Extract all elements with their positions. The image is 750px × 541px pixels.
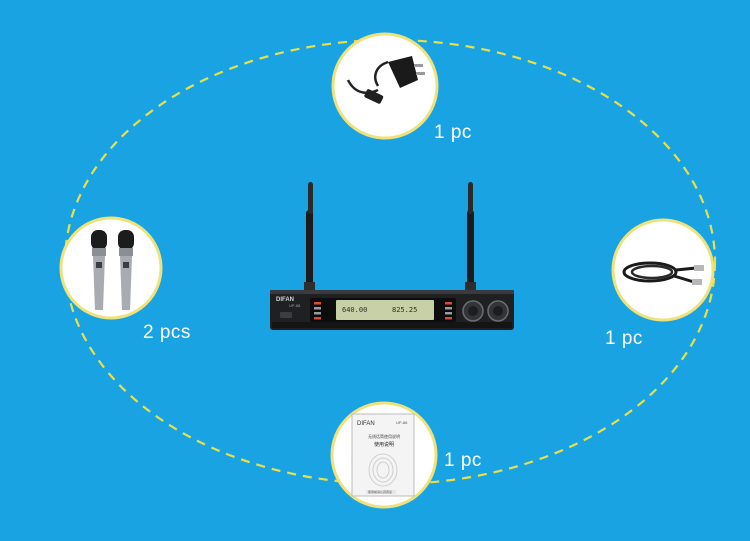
microphones-circle [59, 216, 163, 320]
microphones-quantity-label: 2 pcs [143, 322, 191, 343]
manual-title: 使用说明 [374, 441, 394, 448]
adapter-quantity-label: 1 pc [434, 122, 472, 143]
antenna-right-icon [465, 182, 476, 292]
lcd-frequency-b: 825.25 [392, 306, 417, 314]
handheld-microphone-icon [91, 230, 134, 310]
volume-knob-a-icon [462, 300, 484, 322]
power-switch [280, 312, 292, 318]
fingerprint-graphic [368, 453, 398, 487]
manual-footer: 使用前请认真阅读 [368, 489, 392, 494]
user-manual-icon: DIFAN UP-88 无线话筒使用说明 使用说明 使用前请认真阅读 [351, 413, 415, 497]
manual-brand: DIFAN [357, 421, 375, 427]
cable-circle [611, 218, 715, 322]
receiver-brand: DIFAN [276, 297, 294, 303]
lcd-frequency-a: 640.00 [342, 306, 367, 314]
receiver-model: UP-88 [289, 303, 301, 308]
adapter-circle [331, 32, 439, 140]
wireless-receiver: DIFAN UP-88 640.00 825.25 [270, 182, 514, 330]
manual-subtitle: 无线话筒使用说明 [368, 433, 400, 439]
power-adapter-icon [346, 56, 425, 104]
lcd-display [336, 300, 434, 320]
manual-model: UP-88 [396, 420, 408, 425]
channel-leds [314, 302, 452, 320]
audio-cable-icon [622, 261, 704, 285]
antenna-left-icon [304, 182, 315, 292]
manual-quantity-label: 1 pc [444, 450, 482, 471]
cable-quantity-label: 1 pc [605, 328, 643, 349]
manual-circle: DIFAN UP-88 无线话筒使用说明 使用说明 使用前请认真阅读 [330, 401, 438, 509]
volume-knob-b-icon [487, 300, 509, 322]
